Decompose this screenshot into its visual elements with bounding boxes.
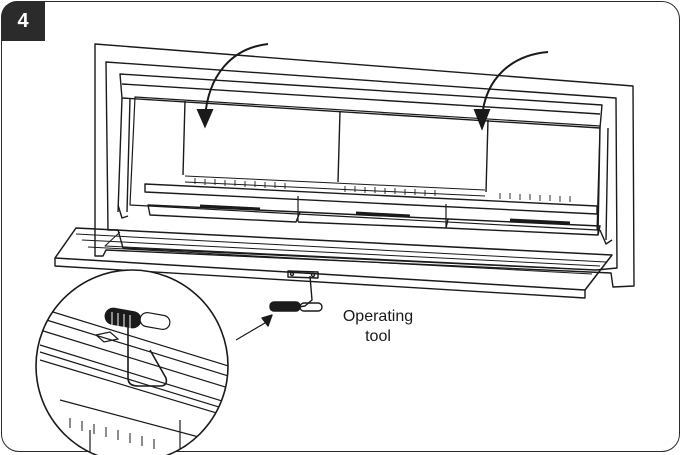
left-post bbox=[117, 97, 131, 213]
burner-rail bbox=[144, 183, 598, 215]
label-line-2: tool bbox=[365, 328, 391, 345]
pointer-arrow bbox=[235, 319, 271, 341]
right-post bbox=[597, 127, 609, 241]
glass-pane bbox=[129, 96, 601, 231]
operating-tool-small bbox=[269, 275, 323, 312]
operating-tool-detail bbox=[127, 325, 168, 387]
curved-arrow-icon bbox=[196, 43, 549, 131]
grip-slot bbox=[287, 270, 319, 279]
outer-frame bbox=[94, 43, 635, 288]
label-line-1: Operating bbox=[342, 308, 414, 325]
door-panel bbox=[54, 227, 613, 291]
operating-tool-label: Operating tool bbox=[330, 307, 426, 347]
magnifier-ring bbox=[35, 269, 229, 455]
detail-magnifier bbox=[36, 270, 228, 455]
step-number-badge: 4 bbox=[1, 1, 45, 41]
